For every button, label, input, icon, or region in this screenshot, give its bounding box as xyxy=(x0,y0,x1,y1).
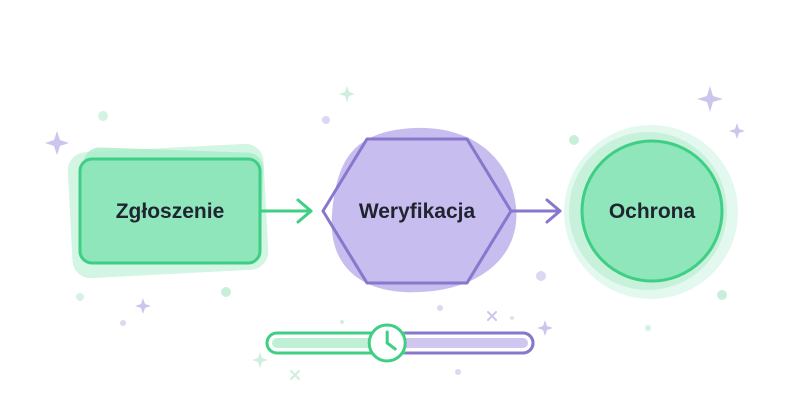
cross-icon xyxy=(290,370,300,380)
timeline-knob xyxy=(367,323,407,363)
dot xyxy=(437,305,443,311)
step-shape xyxy=(78,157,262,265)
connector-arrow-2 xyxy=(509,198,562,224)
dot xyxy=(120,320,126,326)
step-shape-back xyxy=(331,127,517,293)
dot xyxy=(98,111,108,121)
dot xyxy=(221,287,231,297)
sparkle-icon xyxy=(135,298,151,314)
clock-icon xyxy=(385,330,397,351)
dot xyxy=(717,290,727,300)
dot xyxy=(340,320,344,324)
cross-icon xyxy=(487,311,497,321)
timeline-remaining xyxy=(387,338,528,348)
sparkle-icon xyxy=(729,123,745,139)
sparkle-icon xyxy=(697,86,723,112)
dot xyxy=(76,293,84,301)
step-label: Weryfikacja xyxy=(359,200,476,223)
step-protection: Ochrona xyxy=(564,125,738,299)
dot xyxy=(569,135,579,145)
dot xyxy=(322,116,330,124)
step-submission: Zgłoszenie xyxy=(67,143,269,279)
dot xyxy=(645,325,651,331)
timeline-fill xyxy=(272,338,388,348)
step-shape xyxy=(580,139,724,283)
connector-arrow-1 xyxy=(260,198,313,224)
timeline-progress xyxy=(265,323,535,363)
sparkle-icon xyxy=(45,131,69,155)
step-label: Ochrona xyxy=(609,200,696,223)
sparkle-icon xyxy=(252,352,268,368)
sparkle-icon xyxy=(339,86,355,102)
decorations xyxy=(45,86,745,380)
step-verification: Weryfikacja xyxy=(321,127,517,293)
dot xyxy=(455,369,461,375)
timeline-remaining-outline xyxy=(405,331,535,355)
step-shape xyxy=(321,137,513,285)
dot xyxy=(510,316,514,320)
sparkle-icon xyxy=(537,320,553,336)
dot xyxy=(536,271,546,281)
step-label: Zgłoszenie xyxy=(116,200,225,223)
